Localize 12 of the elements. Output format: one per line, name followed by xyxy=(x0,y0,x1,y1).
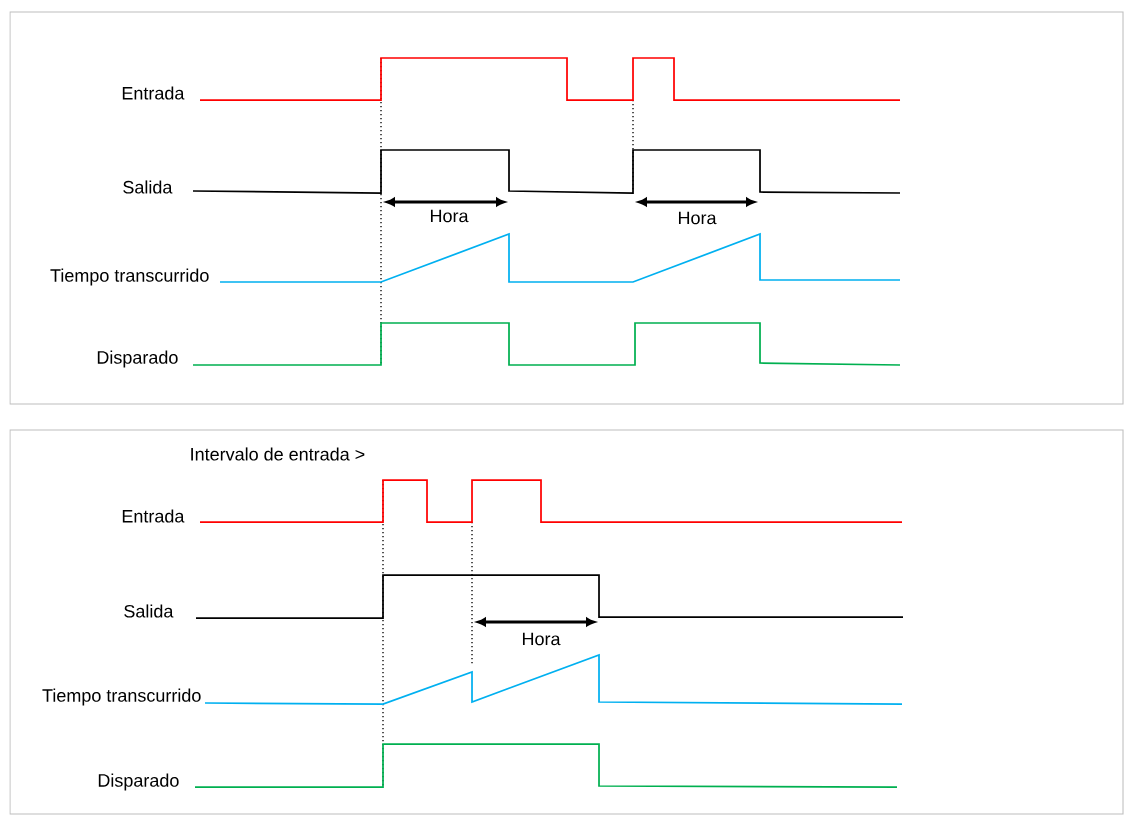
signal-label: Salida xyxy=(124,604,174,618)
signal-label: Tiempo transcurrido xyxy=(50,268,209,286)
duration-label: Hora xyxy=(679,211,717,225)
signal-label: Entrada xyxy=(122,86,185,100)
signal-label: Salida xyxy=(123,180,173,194)
signal-label: Tiempo transcurrido xyxy=(42,688,201,706)
signal-label: Disparado xyxy=(97,350,178,368)
duration-label: Hora xyxy=(523,632,561,646)
duration-label: Hora xyxy=(431,209,469,223)
note-text: Intervalo de entrada > xyxy=(191,447,365,461)
signal-label: Disparado xyxy=(98,773,179,791)
signal-label: Entrada xyxy=(122,509,185,523)
